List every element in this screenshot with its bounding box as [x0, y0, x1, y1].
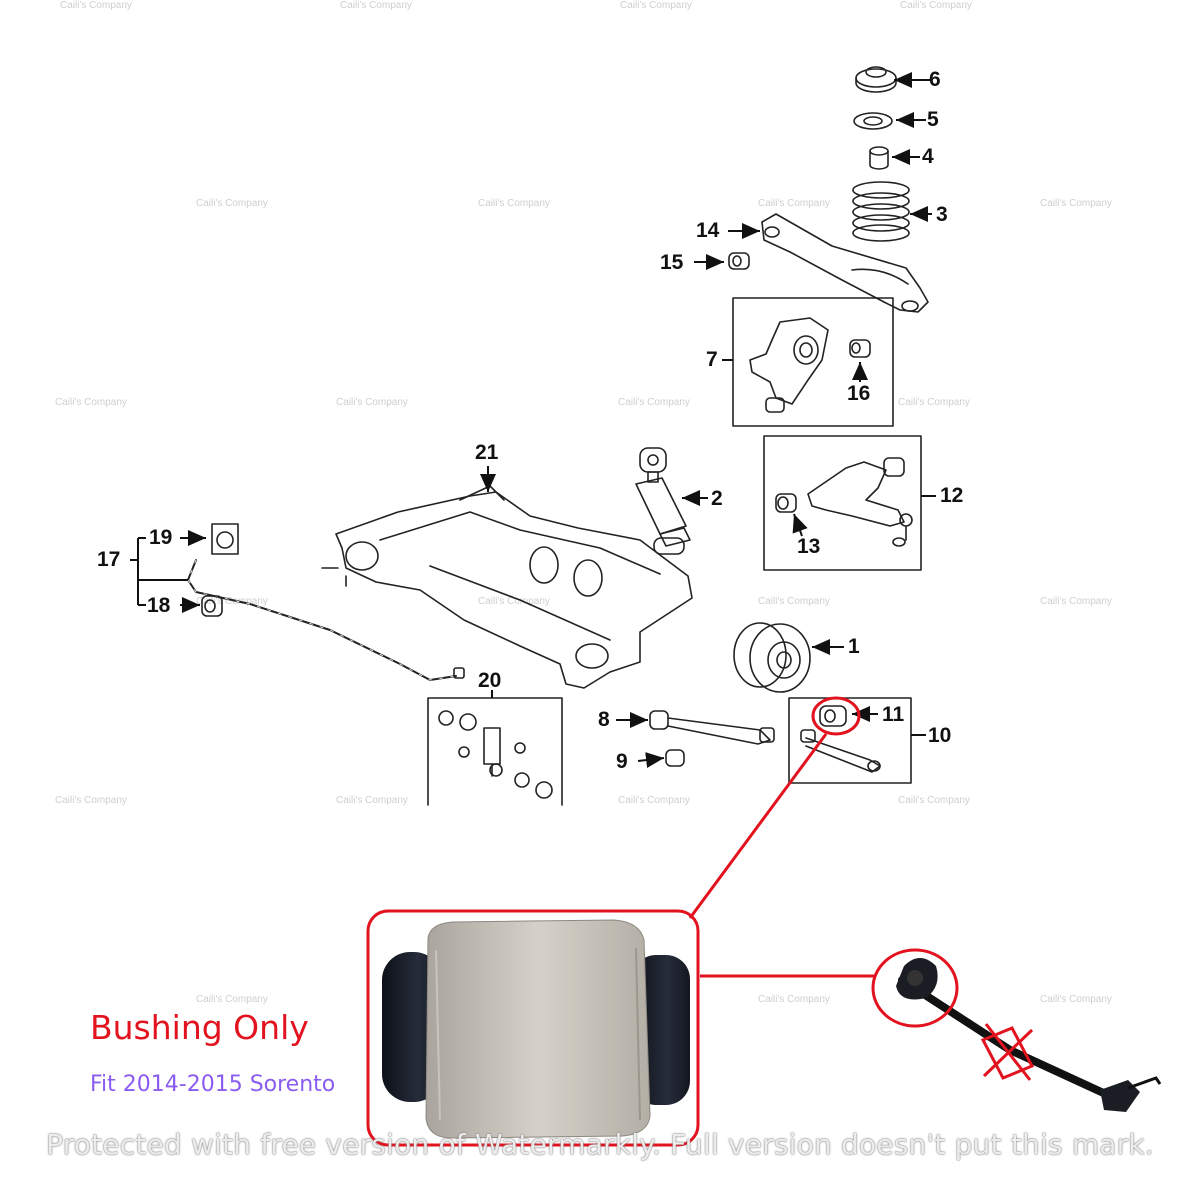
callout-7: 7 [706, 348, 718, 371]
protection-watermark: Protected with free version of Watermark… [46, 1128, 1154, 1161]
callout-16: 16 [847, 382, 871, 405]
part-16-bushing [849, 339, 871, 358]
callout-20: 20 [478, 669, 502, 692]
callout-3: 3 [936, 203, 948, 226]
part-20-frame [427, 697, 563, 806]
part-7-frame [732, 297, 894, 427]
part-10-control-arm [800, 729, 881, 773]
callout-10: 10 [928, 724, 952, 747]
callout-1: 1 [848, 635, 860, 658]
highlight-ring-part-11 [811, 696, 861, 736]
part-13-bushing [775, 493, 797, 513]
part-6-spring-seat [855, 66, 897, 93]
part-5-spring-pad [853, 112, 893, 130]
part-1-hub-bearing [733, 622, 811, 693]
part-2-shock-absorber [635, 447, 691, 555]
shop-watermark: Caili's Company [55, 397, 127, 408]
shop-watermark: Caili's Company [618, 397, 690, 408]
shop-watermark: Caili's Company [340, 0, 412, 11]
shop-watermark: Caili's Company [336, 397, 408, 408]
callout-19: 19 [149, 526, 173, 549]
part-8-link [649, 710, 775, 745]
shop-watermark: Caili's Company [618, 795, 690, 806]
callout-12: 12 [940, 484, 964, 507]
callout-11: 11 [882, 703, 905, 726]
callout-2: 2 [711, 487, 723, 510]
part-10-frame [788, 697, 912, 784]
part-11-bushing [819, 705, 847, 727]
shop-watermark: Caili's Company [1040, 994, 1112, 1005]
shop-watermark: Caili's Company [196, 198, 268, 209]
arrow-13 [792, 513, 808, 537]
bushing-photo-frame [366, 909, 700, 1147]
arrow-9 [637, 752, 665, 769]
part-4-bump-stopper [869, 146, 889, 170]
callout-5: 5 [927, 108, 939, 131]
highlight-ring-arm-end [871, 948, 959, 1028]
connector-line [688, 733, 828, 919]
part-17-stabilizer-bar [187, 559, 465, 681]
shop-watermark: Caili's Company [898, 795, 970, 806]
callout-21: 21 [475, 441, 499, 464]
callout-9: 9 [616, 750, 628, 773]
shop-watermark: Caili's Company [900, 0, 972, 11]
part-12-frame [763, 435, 922, 571]
part-18-bushing [201, 595, 223, 617]
bracket-17 [130, 537, 188, 606]
callout-15: 15 [660, 251, 684, 274]
shop-watermark: Caili's Company [478, 198, 550, 209]
part-9-bushing [665, 749, 685, 767]
shop-watermark: Caili's Company [336, 795, 408, 806]
shop-watermark: Caili's Company [758, 994, 830, 1005]
callout-13: 13 [797, 535, 821, 558]
shop-watermark: Caili's Company [478, 596, 550, 607]
callout-8: 8 [598, 708, 610, 731]
shop-watermark: Caili's Company [758, 198, 830, 209]
shop-watermark: Caili's Company [196, 994, 268, 1005]
shop-watermark: Caili's Company [1040, 198, 1112, 209]
callout-18: 18 [147, 594, 171, 617]
not-included-x-mark [980, 1023, 1035, 1081]
part-7-knuckle [749, 317, 829, 413]
bushing-only-heading: Bushing Only [90, 1008, 309, 1047]
part-15-bushing [728, 252, 750, 270]
part-12-upper-arm [807, 457, 913, 547]
part-21-subframe [321, 485, 693, 689]
shop-watermark: Caili's Company [1040, 596, 1112, 607]
part-14-lower-arm [761, 213, 929, 313]
vehicle-fitment-text: Fit 2014-2015 Sorento [90, 1072, 336, 1097]
part-3-coil-spring [852, 181, 910, 242]
callout-4: 4 [922, 145, 934, 168]
shop-watermark: Caili's Company [620, 0, 692, 11]
shop-watermark: Caili's Company [758, 596, 830, 607]
shop-watermark: Caili's Company [898, 397, 970, 408]
callout-6: 6 [929, 68, 941, 91]
shop-watermark: Caili's Company [60, 0, 132, 11]
shop-watermark: Caili's Company [55, 795, 127, 806]
callout-14: 14 [696, 219, 720, 242]
shop-watermark: Caili's Company [196, 596, 268, 607]
bushing-photo [382, 919, 690, 1139]
part-20-stabilizer-link [438, 710, 553, 799]
callout-17: 17 [97, 548, 121, 571]
part-19-bushing-bracket [211, 523, 239, 555]
